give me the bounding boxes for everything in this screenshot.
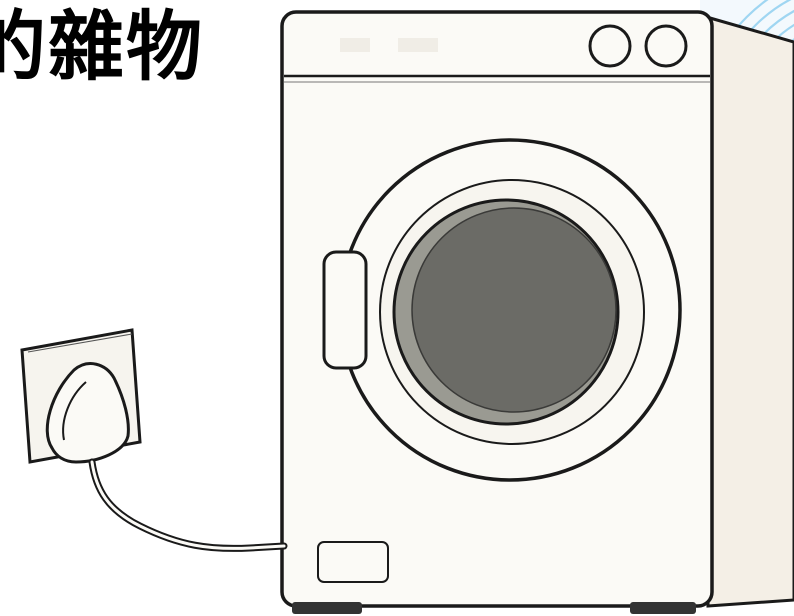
control-knob-right bbox=[644, 24, 688, 68]
power-cable bbox=[88, 458, 288, 552]
door-handle bbox=[322, 250, 368, 370]
control-knob-left bbox=[588, 24, 632, 68]
heading-container: 的雜物 bbox=[0, 0, 200, 100]
filter-panel bbox=[317, 541, 389, 583]
machine-foot-left bbox=[292, 602, 362, 614]
page-heading: 的雜物 bbox=[0, 2, 200, 91]
plug bbox=[45, 362, 130, 464]
door-glass bbox=[411, 207, 617, 413]
machine-foot-right bbox=[630, 602, 696, 614]
